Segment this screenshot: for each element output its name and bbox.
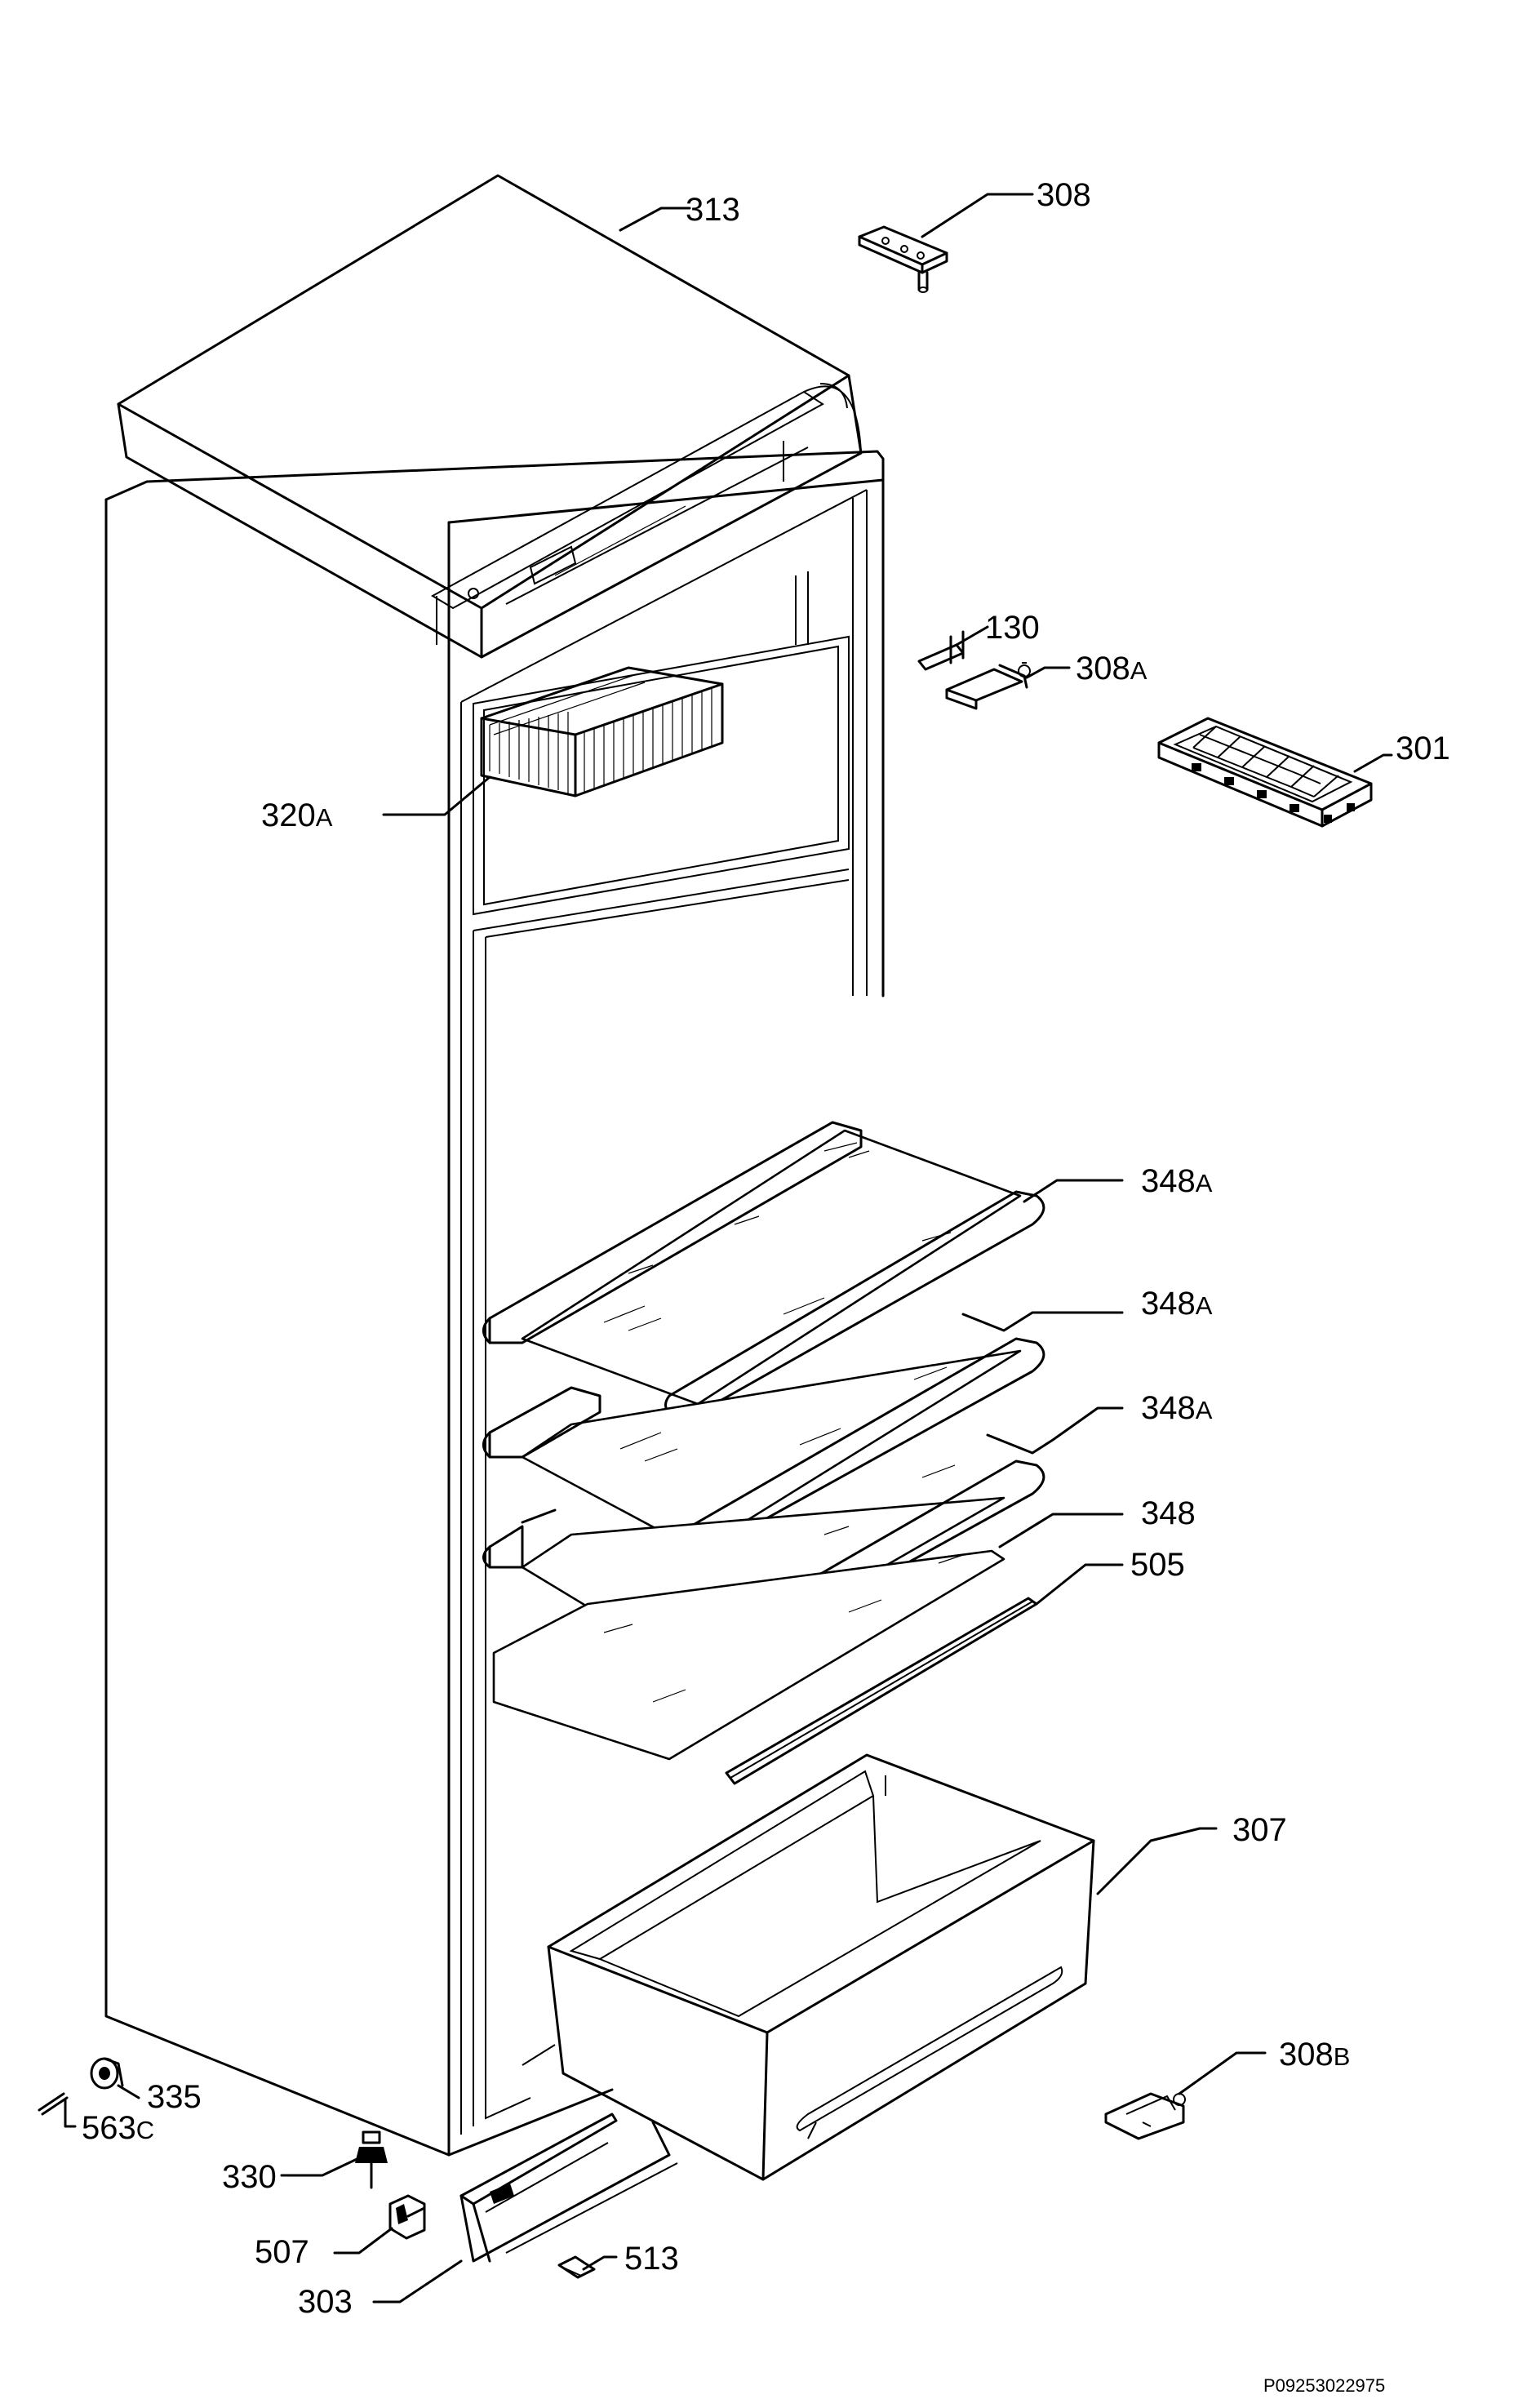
label-348a-2: 348A — [1141, 1286, 1213, 1322]
label-348a-1: 348A — [1141, 1163, 1213, 1199]
label-130: 130 — [985, 610, 1040, 646]
ice-cube-tray — [1157, 717, 1373, 828]
label-507: 507 — [255, 2234, 309, 2270]
leader-lines — [64, 193, 1393, 2304]
label-335: 335 — [147, 2079, 202, 2115]
crisper-drawer — [547, 1753, 1095, 2181]
part-labels: 313 308 130 308A 301 320A 348A 348A 348A… — [82, 177, 1450, 2396]
drawing-reference-number: P09253022975 — [1263, 2375, 1385, 2396]
glass-shelf-plain — [492, 1549, 1005, 1761]
label-563c: 563C — [82, 2110, 154, 2146]
label-308b: 308B — [1279, 2037, 1350, 2073]
cabinet-body — [104, 450, 885, 2157]
label-330: 330 — [222, 2159, 277, 2195]
lower-hinge — [1104, 2092, 1186, 2140]
freezer-grate — [480, 666, 724, 797]
label-301: 301 — [1396, 731, 1450, 766]
foot-335 — [90, 2057, 124, 2090]
top-cover — [117, 174, 863, 659]
upper-hinge — [858, 225, 948, 293]
cover-513 — [557, 2255, 596, 2279]
label-348a-3: 348A — [1141, 1390, 1213, 1426]
clip-507 — [388, 2194, 426, 2240]
label-313: 313 — [686, 192, 740, 228]
label-513: 513 — [624, 2241, 679, 2277]
label-307: 307 — [1232, 1812, 1287, 1848]
plinth-303 — [459, 2113, 678, 2263]
label-320a: 320A — [261, 797, 333, 833]
label-308: 308 — [1036, 177, 1091, 213]
pin-563c — [38, 2092, 69, 2116]
middle-hinge — [917, 630, 1031, 710]
screw-330 — [355, 2130, 388, 2189]
label-303: 303 — [298, 2284, 353, 2320]
label-505: 505 — [1130, 1547, 1185, 1583]
label-348: 348 — [1141, 1495, 1196, 1531]
label-308a: 308A — [1076, 651, 1147, 686]
